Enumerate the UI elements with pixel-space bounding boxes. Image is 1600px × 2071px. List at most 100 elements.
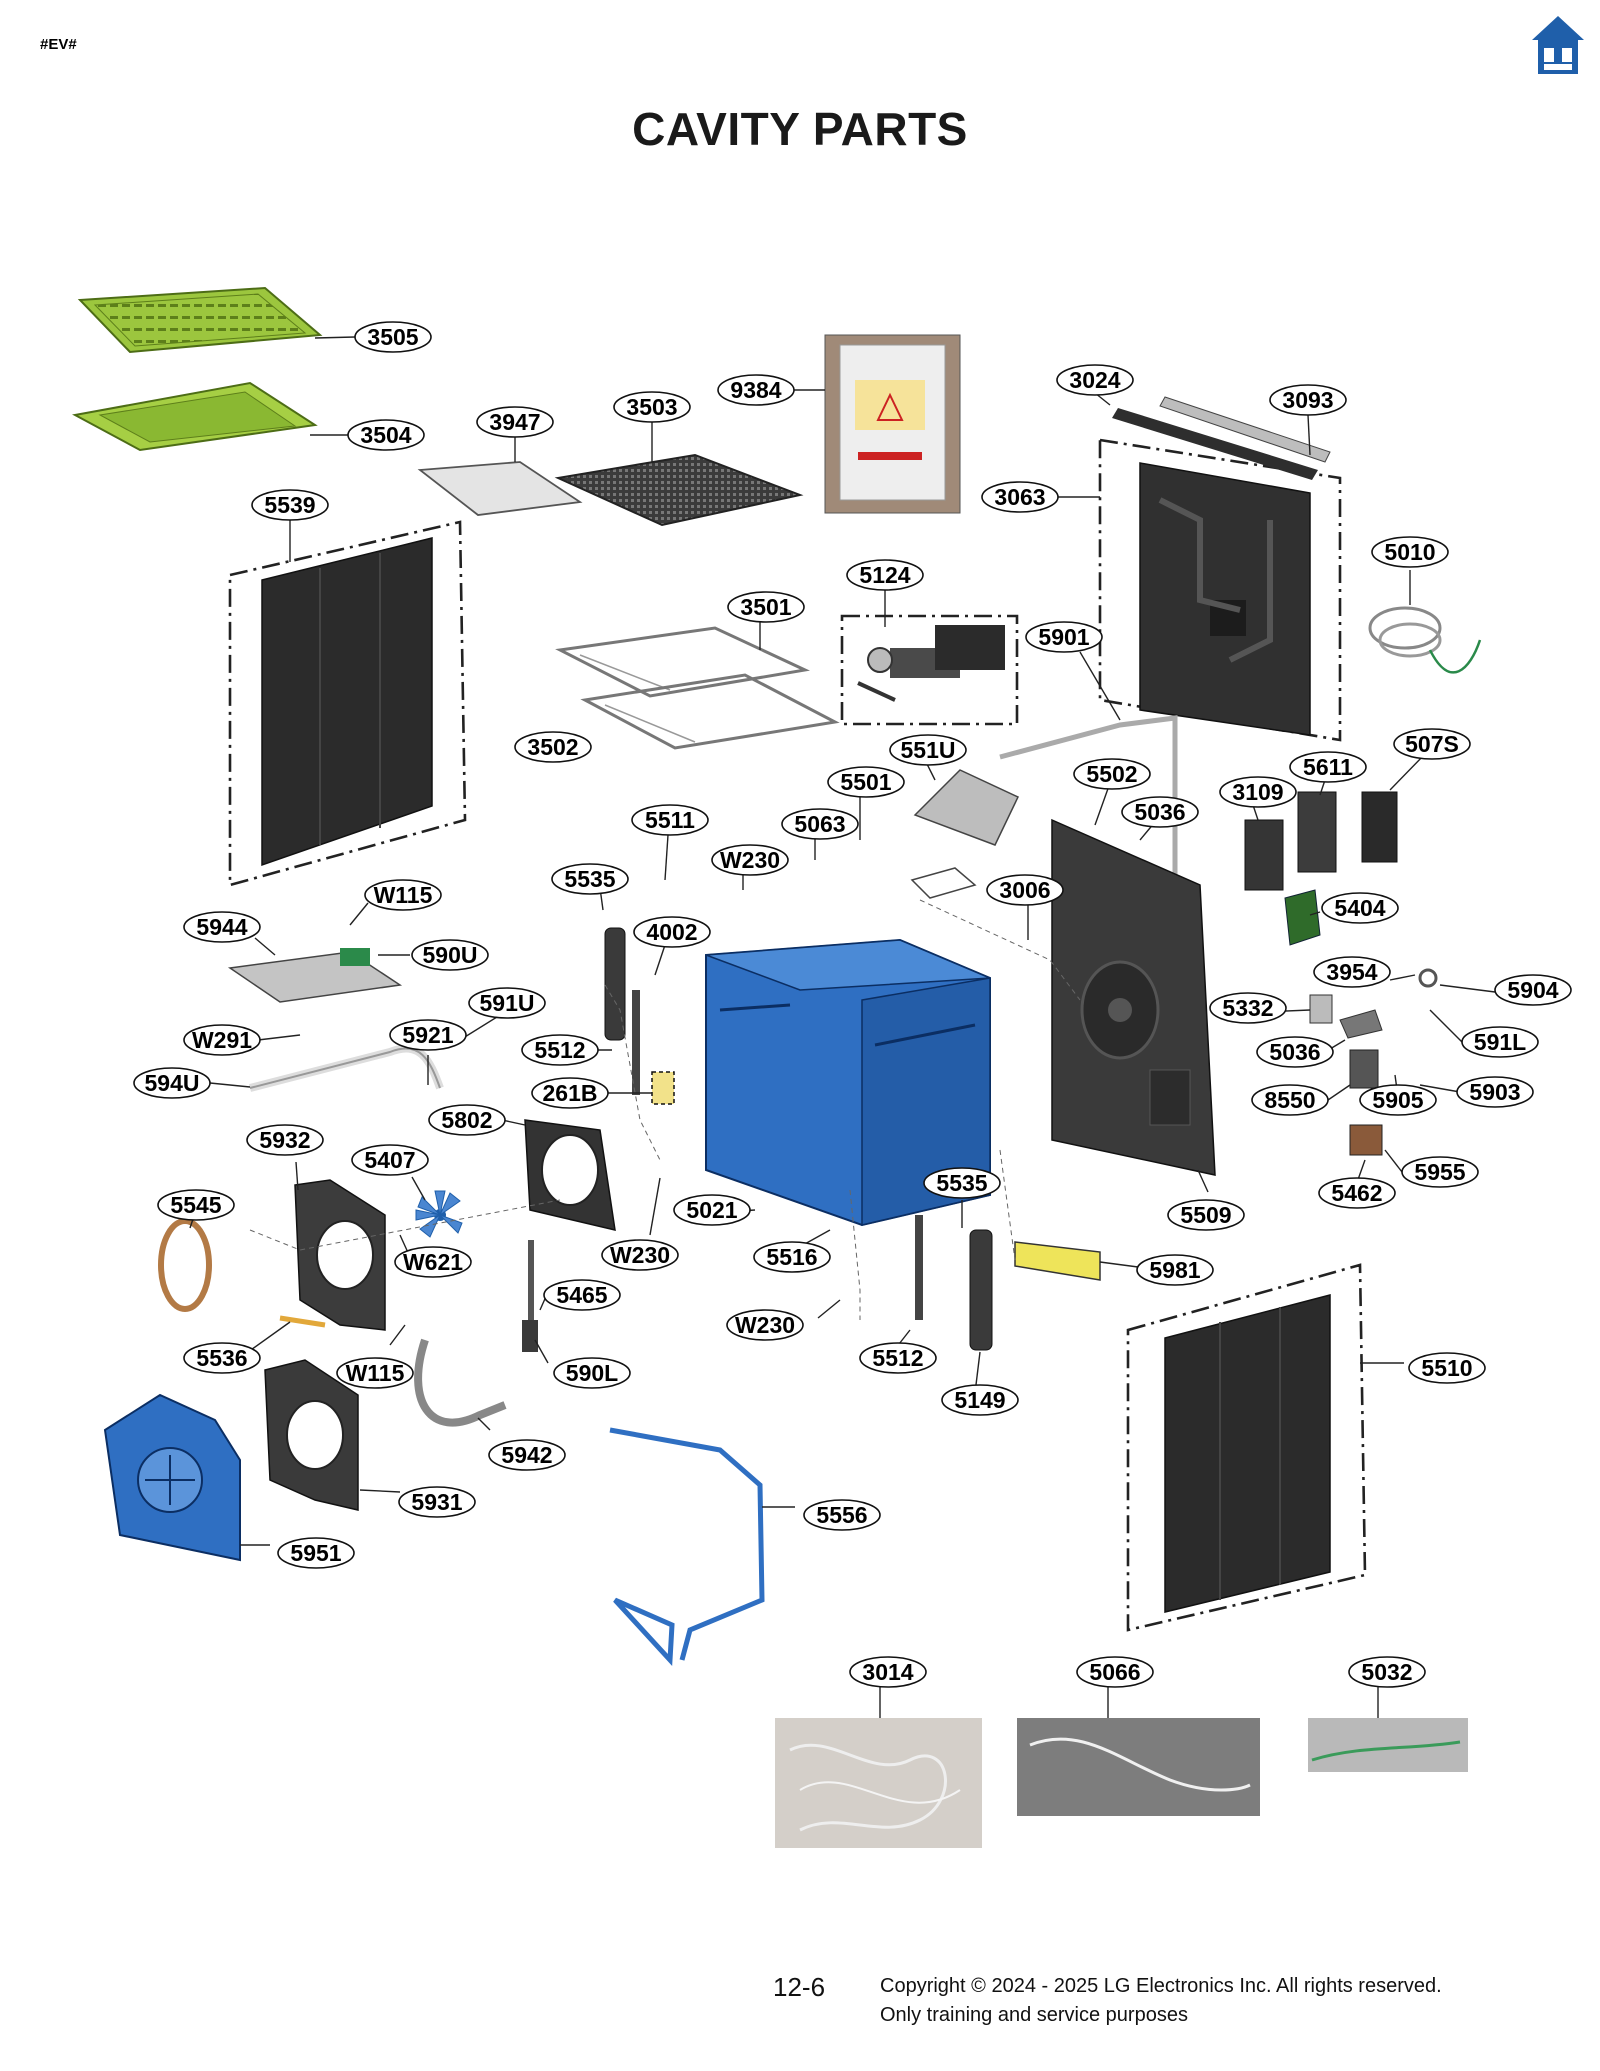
svg-text:3503: 3503: [626, 394, 677, 420]
callout-594U[interactable]: 594U: [133, 1067, 211, 1099]
bracket-5036: [1339, 1009, 1383, 1039]
callout-591L[interactable]: 591L: [1461, 1026, 1539, 1058]
callout-W230-lower[interactable]: W230: [726, 1309, 804, 1341]
callout-507S[interactable]: 507S: [1393, 728, 1471, 760]
lock-5332: [1309, 994, 1333, 1024]
callout-5535-upper[interactable]: 5535: [551, 863, 629, 895]
callout-5981[interactable]: 5981: [1136, 1254, 1214, 1286]
callout-5032[interactable]: 5032: [1348, 1656, 1426, 1688]
callout-5149[interactable]: 5149: [941, 1384, 1019, 1416]
callout-551U[interactable]: 551U: [889, 734, 967, 766]
home-icon[interactable]: [1530, 14, 1586, 76]
callout-5332[interactable]: 5332: [1209, 992, 1287, 1024]
callout-5465[interactable]: 5465: [543, 1279, 621, 1311]
callout-5502[interactable]: 5502: [1073, 758, 1151, 790]
callout-3505[interactable]: 3505: [354, 321, 432, 353]
callout-5904[interactable]: 5904: [1494, 974, 1572, 1006]
callout-5611[interactable]: 5611: [1289, 751, 1367, 783]
callout-5511[interactable]: 5511: [631, 804, 709, 836]
tray: [417, 461, 583, 516]
callout-8550[interactable]: 8550: [1251, 1084, 1329, 1116]
duct-gasket: [910, 867, 977, 899]
hinge-receiver-right: [915, 1215, 923, 1320]
callout-261B[interactable]: 261B: [531, 1077, 609, 1109]
callout-3109[interactable]: 3109: [1219, 776, 1297, 808]
right-side-panel: [1126, 1263, 1367, 1632]
callout-5955[interactable]: 5955: [1401, 1156, 1479, 1188]
callout-5556[interactable]: 5556: [803, 1499, 881, 1531]
callout-3502[interactable]: 3502: [514, 731, 592, 763]
callout-5944[interactable]: 5944: [183, 911, 261, 943]
callout-5545[interactable]: 5545: [157, 1189, 235, 1221]
svg-text:5512: 5512: [534, 1037, 585, 1063]
callout-5066[interactable]: 5066: [1076, 1656, 1154, 1688]
harness-photo-3014: [775, 1718, 982, 1848]
callout-5535-lower[interactable]: 5535: [923, 1167, 1001, 1199]
svg-text:5535: 5535: [936, 1170, 987, 1196]
callout-5512-upper[interactable]: 5512: [521, 1034, 599, 1066]
callout-3093[interactable]: 3093: [1269, 384, 1347, 416]
svg-text:3505: 3505: [367, 324, 418, 350]
callout-5802[interactable]: 5802: [428, 1104, 506, 1136]
callout-5516[interactable]: 5516: [753, 1241, 831, 1273]
callout-3947[interactable]: 3947: [476, 406, 554, 438]
callout-3063[interactable]: 3063: [981, 481, 1059, 513]
callout-3014[interactable]: 3014: [849, 1656, 927, 1688]
svg-text:5511: 5511: [645, 807, 695, 833]
callout-5942[interactable]: 5942: [488, 1439, 566, 1471]
callout-5501[interactable]: 5501: [827, 766, 905, 798]
convection-fan-motor-assembly: [840, 614, 1019, 726]
harness-5904: [1418, 968, 1438, 988]
callout-W230-middle[interactable]: W230: [601, 1239, 679, 1271]
callout-3503[interactable]: 3503: [613, 391, 691, 423]
callout-5010[interactable]: 5010: [1371, 536, 1449, 568]
svg-text:594U: 594U: [145, 1070, 200, 1096]
callout-590U[interactable]: 590U: [411, 939, 489, 971]
callout-W291[interactable]: W291: [183, 1024, 261, 1056]
callout-4002[interactable]: 4002: [633, 916, 711, 948]
callout-3504[interactable]: 3504: [347, 419, 425, 451]
callout-5903[interactable]: 5903: [1456, 1076, 1534, 1108]
callout-5932[interactable]: 5932: [246, 1124, 324, 1156]
svg-text:5462: 5462: [1331, 1180, 1382, 1206]
callout-5951[interactable]: 5951: [277, 1537, 355, 1569]
callout-W230-upper[interactable]: W230: [711, 844, 789, 876]
callout-W621[interactable]: W621: [394, 1246, 472, 1278]
callout-590L[interactable]: 590L: [553, 1357, 631, 1389]
callout-5509[interactable]: 5509: [1167, 1199, 1245, 1231]
callout-5021[interactable]: 5021: [673, 1194, 751, 1226]
oven-rack-upper: [555, 626, 811, 698]
callout-591U[interactable]: 591U: [468, 987, 546, 1019]
callout-5462[interactable]: 5462: [1318, 1177, 1396, 1209]
svg-text:5010: 5010: [1384, 539, 1435, 565]
svg-text:5063: 5063: [794, 811, 845, 837]
callout-5512-lower[interactable]: 5512: [859, 1342, 937, 1374]
callout-5905[interactable]: 5905: [1359, 1084, 1437, 1116]
svg-text:5149: 5149: [954, 1387, 1005, 1413]
callout-5931[interactable]: 5931: [398, 1486, 476, 1518]
callout-5510[interactable]: 5510: [1408, 1352, 1486, 1384]
callout-5901[interactable]: 5901: [1025, 621, 1103, 653]
callout-5036-lower[interactable]: 5036: [1256, 1036, 1334, 1068]
callout-W115-lower[interactable]: W115: [336, 1357, 414, 1389]
callout-5063[interactable]: 5063: [781, 808, 859, 840]
callout-5404[interactable]: 5404: [1321, 892, 1399, 924]
callout-5539[interactable]: 5539: [251, 489, 329, 521]
svg-text:5124: 5124: [859, 562, 910, 588]
sensor-bracket: [227, 951, 403, 1003]
callout-W115-upper[interactable]: W115: [364, 879, 442, 911]
callout-3501[interactable]: 3501: [727, 591, 805, 623]
callout-3024[interactable]: 3024: [1056, 364, 1134, 396]
callout-9384[interactable]: 9384: [717, 374, 795, 406]
callout-3954[interactable]: 3954: [1313, 956, 1391, 988]
lamp-261B: [651, 1071, 675, 1105]
callout-5921[interactable]: 5921: [389, 1019, 467, 1051]
callout-5036-upper[interactable]: 5036: [1121, 796, 1199, 828]
callout-5124[interactable]: 5124: [846, 559, 924, 591]
callout-5536[interactable]: 5536: [183, 1342, 261, 1374]
svg-text:5903: 5903: [1469, 1079, 1520, 1105]
callout-3006[interactable]: 3006: [986, 874, 1064, 906]
callout-5407[interactable]: 5407: [351, 1144, 429, 1176]
svg-text:5332: 5332: [1222, 995, 1273, 1021]
convection-fan-blade: [415, 1190, 463, 1238]
